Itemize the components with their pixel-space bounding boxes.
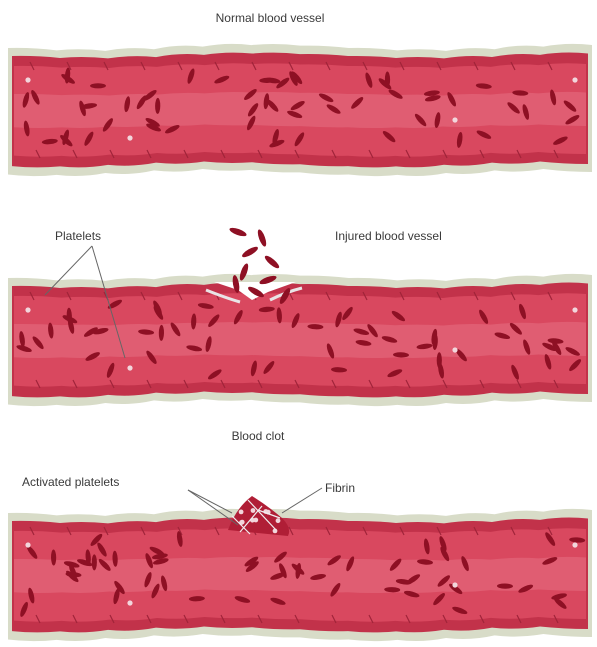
- platelet-icon: [127, 600, 132, 605]
- platelet-icon: [452, 582, 457, 587]
- red-blood-cell-icon: [229, 226, 248, 238]
- title-injured-vessel: Injured blood vessel: [335, 229, 442, 243]
- lumen-highlight: [14, 322, 586, 358]
- platelet-icon: [276, 518, 281, 523]
- platelet-icon: [251, 508, 256, 513]
- lumen-highlight: [14, 92, 586, 128]
- platelet-icon: [127, 135, 132, 140]
- fibrin-leader: [282, 488, 322, 513]
- normal-vessel: [8, 44, 592, 176]
- label-activated-platelets: Activated platelets: [22, 475, 119, 489]
- title-normal-vessel: Normal blood vessel: [216, 11, 325, 25]
- red-blood-cell-icon: [263, 254, 281, 270]
- platelet-icon: [127, 365, 132, 370]
- red-blood-cell-icon: [92, 554, 97, 570]
- platelet-icon: [239, 510, 244, 515]
- platelet-icon: [25, 307, 30, 312]
- platelet-icon: [572, 307, 577, 312]
- platelet-icon: [452, 117, 457, 122]
- label-platelets: Platelets: [55, 229, 101, 243]
- platelet-icon: [452, 347, 457, 352]
- label-fibrin: Fibrin: [325, 481, 355, 495]
- platelet-icon: [25, 77, 30, 82]
- activated-platelets-leader-1: [188, 490, 232, 513]
- platelet-icon: [25, 542, 30, 547]
- platelet-icon: [572, 77, 577, 82]
- red-blood-cell-icon: [256, 229, 268, 248]
- injured-vessel: [8, 274, 592, 406]
- title-blood-clot: Blood clot: [232, 429, 285, 443]
- red-blood-cell-icon: [241, 245, 260, 259]
- platelet-icon: [572, 542, 577, 547]
- platelet-icon: [253, 518, 258, 523]
- clotted-vessel: [8, 509, 592, 641]
- red-blood-cell-icon: [90, 83, 106, 88]
